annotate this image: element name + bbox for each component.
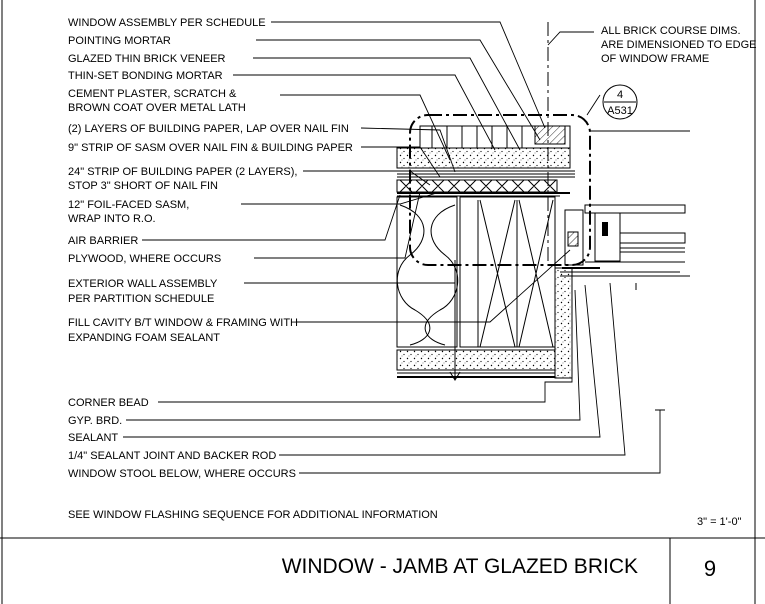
note-fill-cavity-1: FILL CAVITY B/T WINDOW & FRAMING WITH xyxy=(68,317,298,329)
note-corner-bead: CORNER BEAD xyxy=(68,397,149,409)
scale-label: 3" = 1'-0" xyxy=(697,516,742,528)
note-cement-plaster-2: BROWN COAT OVER METAL LATH xyxy=(68,102,246,114)
note-foil-sasm-1: 12" FOIL-FACED SASM, xyxy=(68,199,189,211)
detail-number: 9 xyxy=(704,556,716,581)
note-gyp-brd: GYP. BRD. xyxy=(68,415,122,427)
leader-lines xyxy=(123,21,665,474)
note-air-barrier: AIR BARRIER xyxy=(68,235,138,247)
note-sealant: SEALANT xyxy=(68,432,118,444)
note-pointing-mortar: POINTING MORTAR xyxy=(68,35,171,47)
note-cement-plaster-1: CEMENT PLASTER, SCRATCH & xyxy=(68,88,237,100)
note-paper-strip-2: STOP 3" SHORT OF NAIL FIN xyxy=(68,180,218,192)
note-glazed-brick: GLAZED THIN BRICK VENEER xyxy=(68,53,226,65)
detail-drawing xyxy=(396,22,690,381)
detail-enclosure xyxy=(409,114,591,266)
window-frame xyxy=(564,204,686,266)
callout-sheet: A531 xyxy=(607,105,633,117)
general-note: SEE WINDOW FLASHING SEQUENCE FOR ADDITIO… xyxy=(68,509,438,521)
note-sealant-joint: 1/4" SEALANT JOINT AND BACKER ROD xyxy=(68,450,276,462)
note-window-stool: WINDOW STOOL BELOW, WHERE OCCURS xyxy=(68,468,296,480)
note-exterior-wall-2: PER PARTITION SCHEDULE xyxy=(68,293,214,305)
note-sasm-strip: 9" STRIP OF SASM OVER NAIL FIN & BUILDIN… xyxy=(68,142,353,154)
callout-number: 4 xyxy=(617,89,623,101)
title-block: WINDOW - JAMB AT GLAZED BRICK 9 xyxy=(282,555,716,581)
note-brick-course-1: ALL BRICK COURSE DIMS. xyxy=(601,25,741,37)
note-plywood: PLYWOOD, WHERE OCCURS xyxy=(68,253,221,265)
note-brick-course-3: OF WINDOW FRAME xyxy=(601,53,709,65)
note-window-assembly: WINDOW ASSEMBLY PER SCHEDULE xyxy=(68,17,266,29)
note-foil-sasm-2: WRAP INTO R.O. xyxy=(68,213,156,225)
note-thin-set: THIN-SET BONDING MORTAR xyxy=(68,70,223,82)
note-brick-course-2: ARE DIMENSIONED TO EDGE xyxy=(601,39,756,51)
left-notes: WINDOW ASSEMBLY PER SCHEDULE POINTING MO… xyxy=(68,17,353,480)
detail-title: WINDOW - JAMB AT GLAZED BRICK xyxy=(282,555,638,578)
right-notes: ALL BRICK COURSE DIMS. ARE DIMENSIONED T… xyxy=(601,25,756,65)
note-exterior-wall-1: EXTERIOR WALL ASSEMBLY xyxy=(68,278,218,290)
note-fill-cavity-2: EXPANDING FOAM SEALANT xyxy=(68,332,220,344)
note-paper-strip-1: 24" STRIP OF BUILDING PAPER (2 LAYERS), xyxy=(68,166,297,178)
note-building-paper: (2) LAYERS OF BUILDING PAPER, LAP OVER N… xyxy=(68,123,349,135)
section-callout-bubble[interactable]: 4 A531 xyxy=(602,84,638,120)
